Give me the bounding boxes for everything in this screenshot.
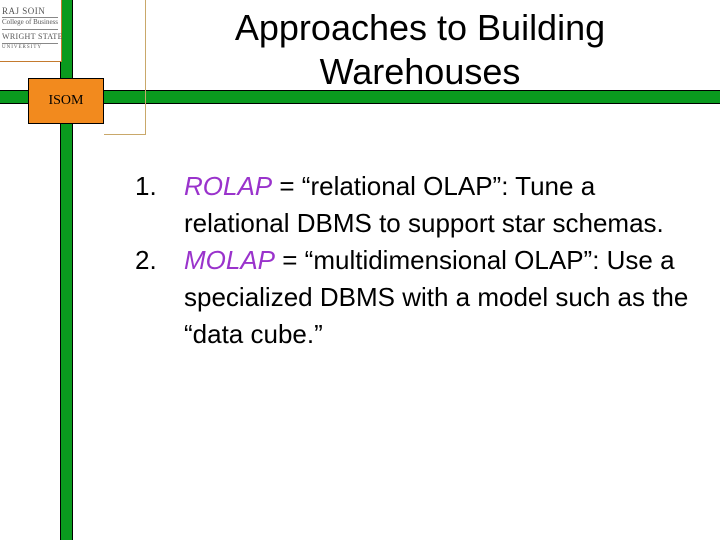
item-text: = “relational OLAP”: Tune a relational D… <box>184 171 664 238</box>
numbered-list: 1. ROLAP = “relational OLAP”: Tune a rela… <box>130 168 700 353</box>
item-text: = “multidimensional OLAP”: Use a special… <box>184 245 689 349</box>
logo-line-4: UNIVERSITY <box>2 45 42 50</box>
logo-rule <box>2 17 58 18</box>
isom-badge: ISOM <box>28 78 104 124</box>
slide-title: Approaches to Building Warehouses <box>234 7 606 92</box>
frame-line-horizontal <box>104 134 146 135</box>
term-rolap: ROLAP <box>184 171 273 201</box>
logo-line-2: College of Business <box>2 18 58 26</box>
list-item: 2. MOLAP = “multidimensional OLAP”: Use a… <box>130 242 700 353</box>
vertical-green-bar <box>60 0 73 540</box>
list-item: 1. ROLAP = “relational OLAP”: Tune a rela… <box>130 168 700 242</box>
logo-line-3: WRIGHT STATE <box>2 32 63 41</box>
logo-line-1: RAJ SOIN <box>2 6 46 16</box>
list-number: 2. <box>135 245 157 275</box>
horizontal-green-bar <box>0 90 720 104</box>
university-logo: RAJ SOIN College of Business WRIGHT STAT… <box>0 0 63 62</box>
list-number: 1. <box>135 171 157 201</box>
term-molap: MOLAP <box>184 245 276 275</box>
logo-rule <box>2 43 58 44</box>
frame-line-vertical <box>145 0 146 135</box>
logo-rule <box>2 29 58 30</box>
